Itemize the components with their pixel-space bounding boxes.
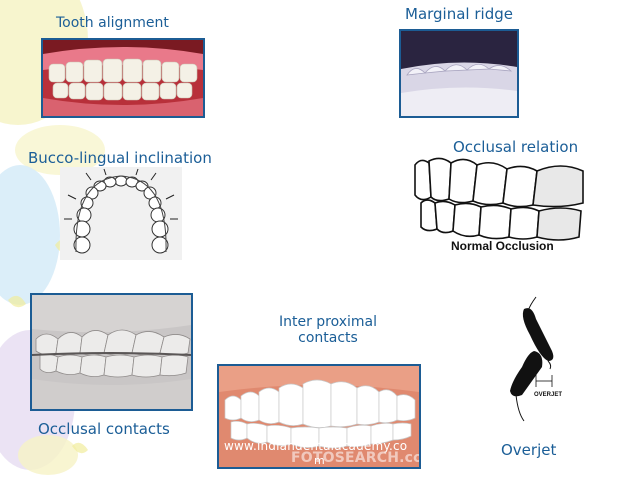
overjet-measure-label: OVERJET xyxy=(534,392,562,398)
tooth-alignment-photo xyxy=(41,38,205,118)
label-overjet: Overjet xyxy=(501,441,557,459)
label-bucco-lingual-inclination: Bucco-lingual inclination xyxy=(28,149,212,167)
occlusal-relation-diagram: Normal Occlusion xyxy=(411,157,589,253)
watermark-line-2: m xyxy=(314,454,325,467)
label-inter-proximal-line-1: Inter proximal xyxy=(278,314,378,330)
bucco-lingual-arch-diagram xyxy=(60,167,182,260)
label-occlusal-relation: Occlusal relation xyxy=(453,138,579,156)
label-occlusal-contacts: Occlusal contacts xyxy=(38,420,170,438)
overjet-diagram: OVERJET xyxy=(500,295,572,425)
watermark-line-1: www.indiandentalacademy.co xyxy=(224,439,408,453)
normal-occlusion-caption: Normal Occlusion xyxy=(451,239,554,253)
occlusal-contacts-photo xyxy=(30,293,193,411)
label-inter-proximal-contacts: Inter proximal contacts xyxy=(262,314,394,346)
label-marginal-ridge: Marginal ridge xyxy=(405,5,513,23)
inter-proximal-contacts-photo: FOTOSEARCH.com xyxy=(217,364,421,469)
label-tooth-alignment: Tooth alignment xyxy=(56,15,169,31)
marginal-ridge-photo xyxy=(399,29,519,118)
stock-photo-mark: FOTOSEARCH.com xyxy=(291,450,419,466)
label-inter-proximal-line-2: contacts xyxy=(298,330,358,346)
